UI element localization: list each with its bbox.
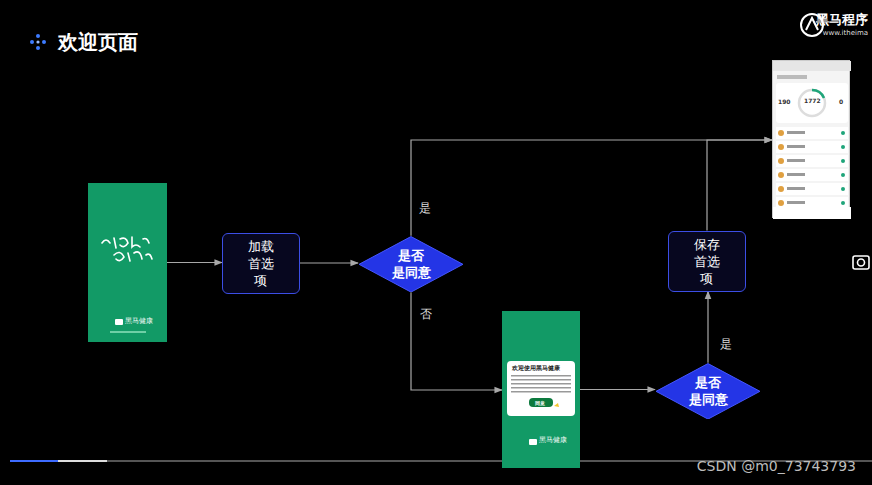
- box-label: 保存 首选项: [692, 236, 722, 287]
- diamond-outline: [359, 236, 463, 292]
- meal-row: [776, 169, 848, 181]
- dialog-card: [507, 361, 575, 416]
- dialog-title: 欢迎使用黑马健康: [512, 364, 560, 371]
- diamond-shape: [358, 236, 464, 293]
- title-icon: [30, 34, 46, 50]
- edge-label: 否: [418, 307, 434, 321]
- pointer: [554, 403, 559, 407]
- add-dot: [841, 173, 845, 177]
- meal-icon: [778, 144, 784, 150]
- decision-label: 是否 是同意: [687, 374, 729, 408]
- flow-arrow: [411, 292, 502, 390]
- dialog-body-line: [511, 383, 571, 385]
- meal-icon: [778, 172, 784, 178]
- dialog-body-line: [511, 375, 571, 377]
- meal-text: [787, 145, 805, 148]
- diamond-outline: [656, 363, 760, 419]
- handwriting-art: [102, 237, 152, 261]
- camera-icon: [853, 256, 869, 269]
- stat-number: 0: [839, 98, 843, 105]
- app-name: 黑马健康: [539, 437, 567, 444]
- progress-ring: [799, 90, 825, 116]
- meal-icon: [778, 158, 784, 164]
- brand-url: www.itheima: [823, 29, 868, 38]
- meal-row: [776, 141, 848, 153]
- add-dot: [841, 201, 845, 205]
- home-art: [773, 61, 851, 219]
- decision-diamond: 是否 是同意: [358, 236, 464, 293]
- meal-text: [787, 159, 805, 162]
- dialog-body-line: [511, 387, 571, 389]
- date-bar: [777, 75, 807, 79]
- add-dot: [841, 145, 845, 149]
- dialog-body-line: [511, 391, 571, 393]
- splash-screen: 黑马健康: [88, 183, 167, 342]
- meal-icon: [778, 186, 784, 192]
- app-logo: [529, 439, 537, 445]
- edge-label: 是: [718, 337, 734, 351]
- edge-label: 是: [417, 201, 433, 215]
- stat-number: 1772: [804, 97, 821, 104]
- progress-arc: [812, 90, 824, 98]
- brand-logo-text: 黑马程序: [816, 12, 868, 28]
- button-label: 同意: [535, 400, 545, 407]
- meal-row: [776, 183, 848, 195]
- flow-arrow: [167, 262, 222, 263]
- stat-number: 190: [778, 98, 791, 105]
- summary-card: [776, 83, 848, 123]
- meal-icon: [778, 130, 784, 136]
- flow-arrow: [580, 389, 655, 390]
- meal-text: [787, 187, 805, 190]
- dialog-body-line: [511, 379, 571, 381]
- app-logo: [115, 319, 123, 325]
- agree-button: [529, 398, 553, 407]
- tab-bar: [773, 207, 851, 219]
- decision-diamond: 是否 是同意: [655, 363, 761, 420]
- flow-arrow: [300, 262, 358, 263]
- process-box: 保存 首选项: [668, 231, 746, 292]
- meal-row: [776, 155, 848, 167]
- home-screen: 190 1772 0: [772, 60, 850, 218]
- flow-arrow: [411, 140, 772, 236]
- add-dot: [841, 131, 845, 135]
- box-label: 加载 首选项: [246, 238, 276, 289]
- meal-icon: [778, 200, 784, 206]
- status-bar: [773, 61, 851, 71]
- flow-arrow: [707, 292, 708, 363]
- diamond-shape: [655, 363, 761, 420]
- meal-row: [776, 127, 848, 139]
- page-title: 欢迎页面: [58, 29, 138, 55]
- meal-text: [787, 131, 805, 134]
- add-dot: [841, 187, 845, 191]
- add-dot: [841, 159, 845, 163]
- meal-text: [787, 173, 805, 176]
- dialog-screen: 欢迎使用黑马健康同意黑马健康: [502, 311, 580, 468]
- process-box: 加载 首选项: [222, 233, 300, 294]
- watermark: CSDN @m0_73743793: [697, 457, 856, 475]
- footer-line: [110, 331, 146, 333]
- meal-text: [787, 201, 805, 204]
- flow-arrow: [707, 140, 772, 231]
- dialog-art: [502, 311, 580, 468]
- app-name: 黑马健康: [125, 317, 153, 326]
- decision-label: 是否 是同意: [390, 247, 432, 281]
